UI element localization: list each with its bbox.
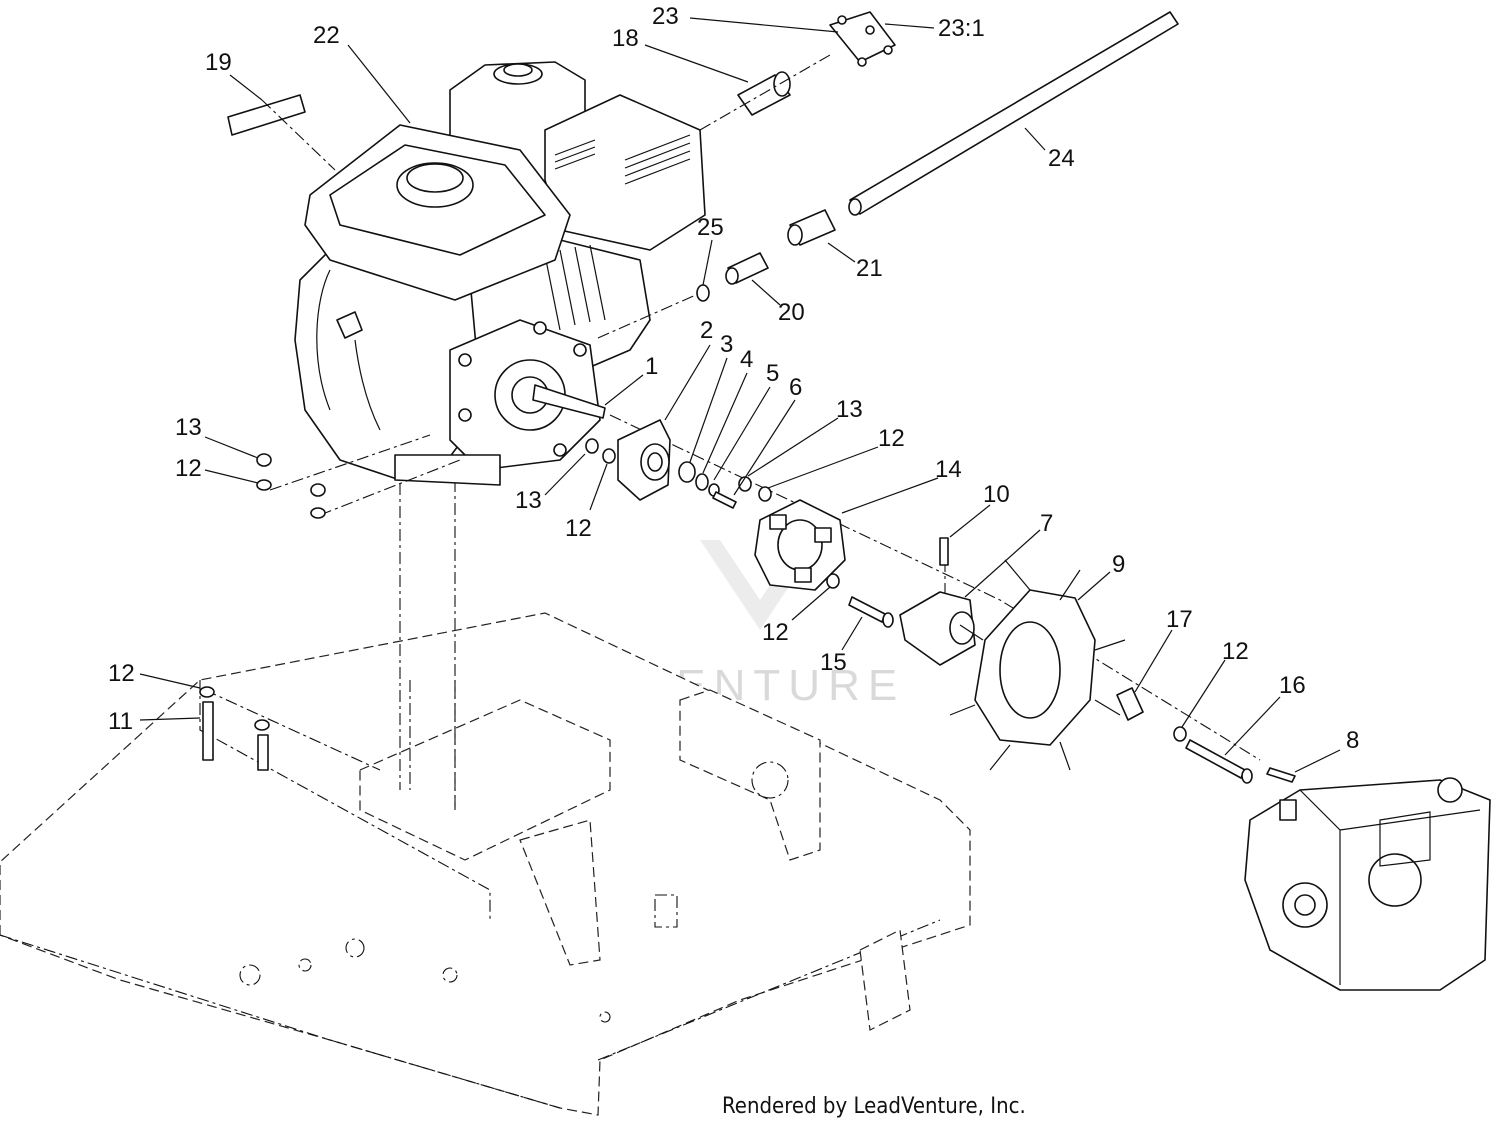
callout-19: 19 bbox=[205, 49, 232, 76]
callout-18: 18 bbox=[612, 25, 639, 52]
callout-5: 5 bbox=[766, 360, 779, 387]
callout-11: 11 bbox=[108, 708, 133, 735]
bolt-15 bbox=[848, 596, 886, 623]
pin-10 bbox=[939, 537, 949, 566]
leader-lines bbox=[139, 17, 1341, 773]
bolt-11-set bbox=[199, 686, 270, 771]
coupler-14 bbox=[754, 499, 846, 591]
bolt-16 bbox=[1185, 739, 1246, 779]
washer-4 bbox=[695, 473, 709, 491]
tube-24 bbox=[848, 11, 1179, 216]
callout-10: 10 bbox=[983, 481, 1010, 508]
callout-24: 24 bbox=[1048, 145, 1075, 172]
callout-7: 7 bbox=[1040, 510, 1053, 537]
callout-12-engine: 12 bbox=[175, 455, 202, 482]
spacer-17 bbox=[1116, 687, 1144, 721]
callout-labels: 23 23:1 18 22 19 24 25 21 20 2 3 4 5 6 1… bbox=[108, 3, 1359, 754]
callout-13-mount: 13 bbox=[515, 487, 542, 514]
callout-23: 23 bbox=[652, 3, 679, 30]
callout-22: 22 bbox=[313, 22, 340, 49]
callout-12-fan: 12 bbox=[1222, 638, 1249, 665]
callout-13-engine: 13 bbox=[175, 414, 202, 441]
engine-assembly bbox=[294, 61, 706, 486]
bearing-mount-2 bbox=[617, 419, 671, 501]
callout-8: 8 bbox=[1346, 727, 1359, 754]
callout-20: 20 bbox=[778, 299, 805, 326]
callout-15: 15 bbox=[820, 649, 847, 676]
callout-14: 14 bbox=[935, 456, 962, 483]
fitting-20 bbox=[725, 252, 769, 285]
callout-12-frame: 12 bbox=[108, 660, 135, 687]
key-8 bbox=[1266, 767, 1296, 783]
fitting-21 bbox=[787, 209, 836, 246]
callout-12-mount: 12 bbox=[565, 515, 592, 542]
footer-credit: Rendered by LeadVenture, Inc. bbox=[722, 1094, 1026, 1119]
bolt-16-head bbox=[1241, 768, 1253, 784]
callout-12-hub: 12 bbox=[762, 619, 789, 646]
grip-18 bbox=[737, 71, 791, 116]
callout-23-1: 23:1 bbox=[938, 15, 985, 42]
hub-7 bbox=[899, 591, 976, 666]
nut-washer-pairs bbox=[256, 438, 840, 589]
washer-3 bbox=[678, 461, 696, 483]
callout-21: 21 bbox=[856, 255, 883, 282]
callout-16: 16 bbox=[1279, 672, 1306, 699]
fan-9 bbox=[949, 559, 1126, 771]
assembly-centerlines bbox=[204, 54, 1261, 771]
bolt-15-head bbox=[882, 612, 894, 628]
bolt-6 bbox=[712, 491, 737, 509]
washer-25 bbox=[696, 284, 710, 302]
callout-1: 1 bbox=[645, 353, 658, 380]
callout-9: 9 bbox=[1112, 551, 1125, 578]
callout-25: 25 bbox=[697, 214, 724, 241]
callout-17: 17 bbox=[1166, 606, 1193, 633]
callout-2: 2 bbox=[700, 317, 713, 344]
bracket-23 bbox=[829, 11, 896, 67]
frame-chassis bbox=[0, 460, 971, 1116]
callout-12-coupler: 12 bbox=[878, 425, 905, 452]
decal-19 bbox=[227, 94, 306, 136]
washer-12-right bbox=[1173, 726, 1187, 742]
callout-3: 3 bbox=[720, 331, 733, 358]
callout-6: 6 bbox=[789, 374, 802, 401]
callout-13-coupler: 13 bbox=[836, 396, 863, 423]
transmission-assembly bbox=[1244, 777, 1491, 991]
callout-4: 4 bbox=[740, 346, 753, 373]
